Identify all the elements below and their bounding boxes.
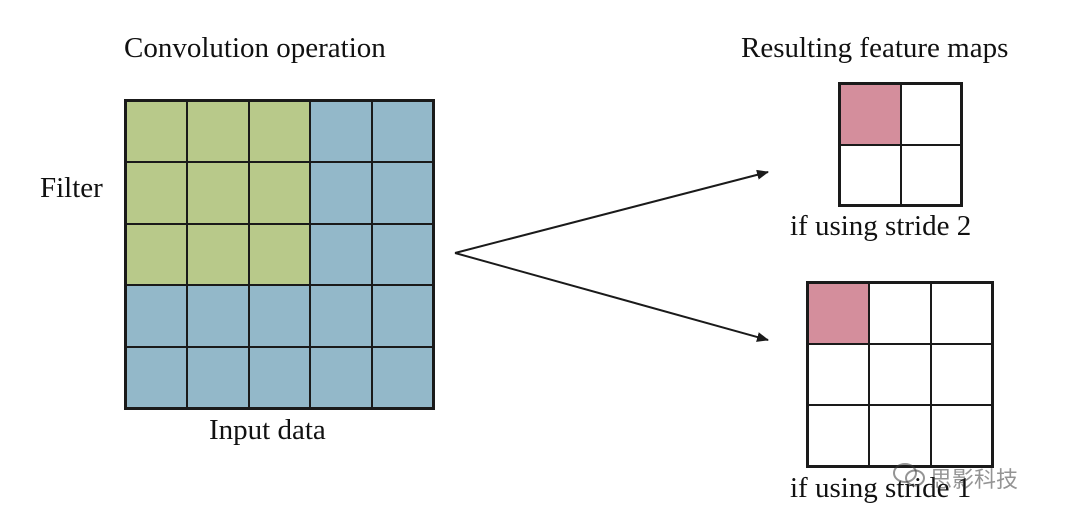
input-data-grid <box>124 99 435 410</box>
input-cell <box>126 285 188 347</box>
input-data-label: Input data <box>209 414 326 446</box>
input-cell <box>371 162 433 224</box>
filter-cell <box>187 223 249 286</box>
filter-cell <box>248 162 311 224</box>
feature-cell <box>869 283 931 344</box>
input-cell <box>310 346 372 408</box>
input-cell <box>371 346 433 408</box>
watermark: 思影科技 <box>892 462 1018 494</box>
input-cell <box>371 285 433 347</box>
input-cell <box>248 346 311 408</box>
filter-cell <box>187 101 249 163</box>
feature-cell <box>900 84 961 145</box>
watermark-text: 思影科技 <box>930 468 1019 493</box>
filter-cell <box>126 223 188 286</box>
feature-cell-active <box>840 84 901 145</box>
feature-map-stride-1 <box>806 281 994 468</box>
input-cell <box>248 285 311 347</box>
feature-cell <box>930 344 992 405</box>
filter-cell <box>126 101 188 163</box>
input-cell <box>310 162 372 224</box>
feature-cell <box>869 344 931 405</box>
wechat-icon <box>892 462 926 494</box>
input-cell <box>187 346 249 408</box>
input-cell <box>371 223 433 286</box>
feature-cell-active <box>808 283 870 344</box>
feature-cell <box>900 144 961 205</box>
input-cell <box>126 346 188 408</box>
feature-cell <box>808 405 870 466</box>
input-cell <box>310 223 372 286</box>
arrow-to-stride1 <box>454 252 769 342</box>
feature-cell <box>930 405 992 466</box>
feature-cell <box>840 144 901 205</box>
filter-label: Filter <box>40 172 103 204</box>
feature-cell <box>869 405 931 466</box>
filter-cell <box>126 162 188 224</box>
title-resulting-feature-maps: Resulting feature maps <box>741 32 1009 64</box>
title-convolution-operation: Convolution operation <box>124 32 386 64</box>
filter-cell <box>187 162 249 224</box>
feature-map-stride-2 <box>838 82 963 207</box>
input-cell <box>310 285 372 347</box>
input-cell <box>187 285 249 347</box>
filter-cell <box>248 101 311 163</box>
input-cell <box>310 101 372 163</box>
filter-cell <box>248 223 311 286</box>
stride-1-label: if using stride 1 <box>790 472 972 504</box>
feature-cell <box>930 283 992 344</box>
input-cell <box>371 101 433 163</box>
arrow-to-stride2 <box>454 169 769 254</box>
stride-2-label: if using stride 2 <box>790 210 972 242</box>
feature-cell <box>808 344 870 405</box>
